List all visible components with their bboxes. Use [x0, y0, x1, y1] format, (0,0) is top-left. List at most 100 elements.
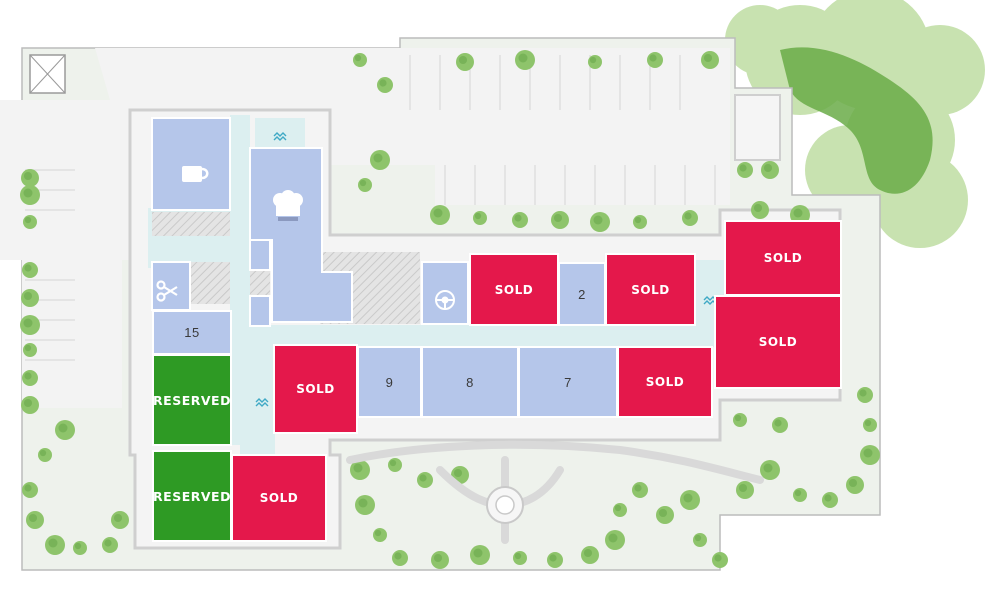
unit-15[interactable]: 15 — [152, 310, 232, 355]
tree — [863, 418, 877, 432]
parking-hub-room — [421, 261, 469, 325]
tree-shade — [714, 554, 722, 562]
tree — [680, 490, 700, 510]
tree-shade — [354, 54, 362, 62]
tree-shade — [694, 534, 702, 542]
tree — [21, 169, 39, 187]
tree-shade — [608, 533, 618, 543]
tree — [793, 488, 807, 502]
unit-sold-c[interactable]: SOLD — [724, 220, 842, 296]
tree — [682, 210, 698, 226]
tree — [55, 420, 75, 440]
tree-shade — [433, 553, 443, 563]
tree-shade — [359, 179, 367, 187]
tree — [656, 506, 674, 524]
unit-sold-b[interactable]: SOLD — [605, 253, 696, 326]
tree — [350, 460, 370, 480]
tree — [512, 212, 528, 228]
unit-label: 15 — [184, 325, 200, 340]
chef-hat-icon — [273, 190, 303, 221]
tree-shade — [353, 463, 363, 473]
unit-reserved-b[interactable]: RESERVED — [152, 450, 232, 542]
tree-shade — [863, 448, 873, 458]
tree-shade — [48, 538, 58, 548]
tree — [23, 215, 37, 229]
tree-shade — [23, 188, 33, 198]
tree-shade — [848, 478, 858, 488]
unit-label: SOLD — [494, 282, 534, 297]
tree-shade — [614, 504, 622, 512]
tree-shade — [474, 212, 482, 220]
tree — [430, 205, 450, 225]
tree — [605, 530, 625, 550]
tree-shade — [658, 508, 668, 518]
tree — [73, 541, 87, 555]
tree — [38, 448, 52, 462]
tree — [712, 552, 728, 568]
tree — [733, 413, 747, 427]
garage-building — [734, 94, 781, 161]
unit-sold-d[interactable]: SOLD — [714, 295, 842, 389]
tree — [111, 511, 129, 529]
cafe-room — [151, 117, 231, 211]
unit-sold-g[interactable]: SOLD — [231, 454, 327, 542]
bin-store — [29, 54, 66, 94]
unit-label: RESERVED — [153, 392, 231, 408]
unit-sold-e[interactable]: SOLD — [273, 344, 358, 434]
tree — [822, 492, 838, 508]
tree — [515, 50, 535, 70]
tree-shade — [649, 54, 657, 62]
tree — [392, 550, 408, 566]
tree — [417, 472, 433, 488]
tree-shade — [473, 548, 483, 558]
tree-shade — [824, 494, 832, 502]
unit-sold-a[interactable]: SOLD — [469, 253, 559, 326]
tree-shade — [23, 171, 33, 181]
tree — [613, 503, 627, 517]
tree — [737, 162, 753, 178]
tree — [736, 481, 754, 499]
unit-sold-f[interactable]: SOLD — [617, 346, 713, 418]
tree — [22, 262, 38, 278]
tree — [373, 528, 387, 542]
unit-2[interactable]: 2 — [558, 262, 606, 326]
unit-9[interactable]: 9 — [357, 346, 422, 418]
tree — [761, 161, 779, 179]
unit-label: SOLD — [296, 382, 335, 396]
tree — [20, 185, 40, 205]
tree-canopy-dark — [780, 47, 933, 194]
tree-shade — [433, 208, 443, 218]
tree — [431, 551, 449, 569]
tree — [45, 535, 65, 555]
tree — [693, 533, 707, 547]
tree — [358, 178, 372, 192]
tree-shade — [23, 291, 33, 301]
tree — [22, 370, 38, 386]
tree-shade — [24, 216, 32, 224]
tree-shade — [549, 554, 557, 562]
unit-7[interactable]: 7 — [518, 346, 618, 418]
unit-label: RESERVED — [153, 488, 231, 504]
tree — [26, 511, 44, 529]
tree-shade — [703, 53, 713, 63]
unit-reserved-a[interactable]: RESERVED — [152, 354, 232, 446]
tree — [647, 52, 663, 68]
tree — [470, 545, 490, 565]
tree — [370, 150, 390, 170]
unit-8[interactable]: 8 — [421, 346, 519, 418]
tree — [388, 458, 402, 472]
tree — [633, 215, 647, 229]
tree-shade — [58, 423, 68, 433]
tree-shade — [514, 214, 522, 222]
tree — [846, 476, 864, 494]
tree — [102, 537, 118, 553]
tree-shade — [734, 414, 742, 422]
tree-shade — [864, 419, 872, 427]
tree-shade — [39, 449, 47, 457]
tree-shade — [514, 552, 522, 560]
unit-label: 2 — [578, 286, 586, 302]
tree — [23, 343, 37, 357]
tree-shade — [458, 55, 468, 65]
unit-label: 9 — [385, 374, 394, 390]
